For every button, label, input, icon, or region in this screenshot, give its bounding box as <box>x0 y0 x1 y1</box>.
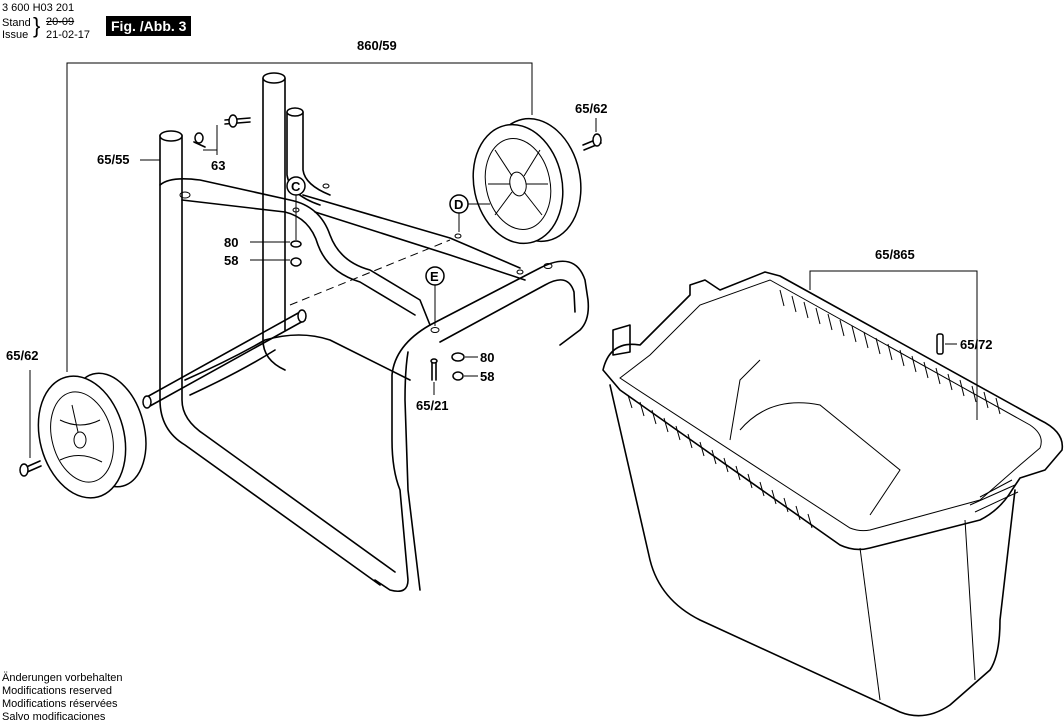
right-wheel <box>472 117 582 245</box>
callout-frame-assembly: 860/59 <box>357 38 397 53</box>
callout-nut-left: 58 <box>224 253 238 268</box>
frame-assembly <box>142 72 590 593</box>
document-number: 3 600 H03 201 <box>2 2 75 14</box>
right-wheel-screw <box>582 133 602 151</box>
callout-bolt: 65/21 <box>416 398 449 413</box>
date-old: 20-09 <box>46 16 75 28</box>
left-wheel <box>37 372 147 499</box>
screw-63 <box>193 114 251 148</box>
callout-frame-tube: 65/55 <box>97 152 130 167</box>
callout-wheel-screw-right: 65/62 <box>575 101 608 116</box>
issue-label: Issue <box>2 29 29 41</box>
footer-note-en: Modifications reserved <box>2 685 113 697</box>
footer-note-fr: Modifications réservées <box>2 698 118 710</box>
detail-e-label: E <box>430 269 439 284</box>
nut-left <box>290 257 302 267</box>
callout-screw-63: 63 <box>211 158 225 173</box>
nut-right <box>452 371 464 381</box>
date-brace: } <box>33 13 41 38</box>
detail-c-label: C <box>291 179 301 194</box>
pin-65-72 <box>936 333 944 355</box>
washer-left <box>290 240 302 248</box>
stand-label: Stand <box>2 17 31 29</box>
callout-washer-right: 80 <box>480 350 494 365</box>
footer-note-de: Änderungen vorbehalten <box>2 672 123 684</box>
footer-note-es: Salvo modificaciones <box>2 711 106 723</box>
left-wheel-screw <box>19 460 42 477</box>
collection-box <box>602 271 1064 717</box>
callout-nut-right: 58 <box>480 369 494 384</box>
figure-label: Fig. /Abb. 3 <box>106 16 192 36</box>
bolt-65-21 <box>430 358 438 381</box>
callout-collection-box: 65/865 <box>875 247 915 262</box>
callout-pin: 65/72 <box>960 337 993 352</box>
date-new: 21-02-17 <box>46 29 91 41</box>
detail-d-label: D <box>454 197 463 212</box>
washer-right <box>451 352 465 362</box>
callout-washer-left: 80 <box>224 235 238 250</box>
callout-wheel-screw-left: 65/62 <box>6 348 39 363</box>
